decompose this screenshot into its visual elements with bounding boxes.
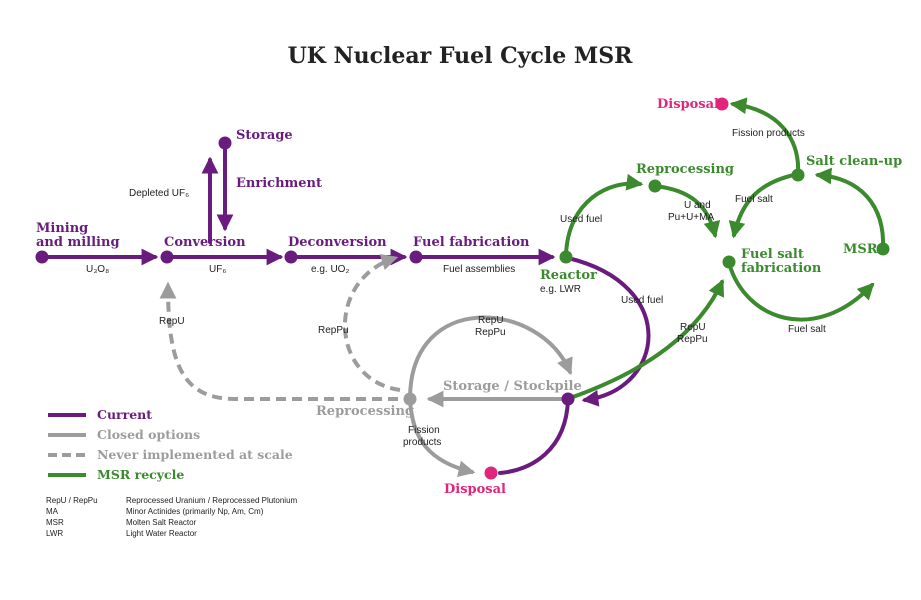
- abbr-term: MA: [46, 507, 59, 516]
- flow-label-fuel-salt-out: Fuel salt: [735, 194, 773, 205]
- label-msr: MSR: [843, 242, 878, 257]
- legend: Current Closed options Never implemented…: [48, 407, 293, 482]
- page-title: UK Nuclear Fuel Cycle MSR: [288, 43, 634, 69]
- node-mining: [35, 250, 49, 264]
- flow-label-repu-left: RepU: [159, 316, 185, 327]
- node-msr: [876, 242, 890, 256]
- flow-label-repu-green-2: RepPu: [677, 334, 708, 345]
- abbr-term: LWR: [46, 529, 63, 538]
- node-salt-cleanup: [791, 168, 805, 182]
- label-reprocessing-grey: Reprocessing: [316, 404, 414, 419]
- label-disposal-top: Disposal: [657, 97, 719, 112]
- flow-label-used-fuel-up: Used fuel: [560, 214, 602, 225]
- node-fuel-fabrication: [409, 250, 423, 264]
- node-reprocessing-grey: [403, 392, 417, 406]
- flow-salt-cleanup-to-disposal: [729, 97, 801, 176]
- abbreviation-list: RepU / RepPu Reprocessed Uranium / Repro…: [46, 496, 298, 538]
- node-disposal-bottom: [484, 466, 498, 480]
- abbr-meaning: Reprocessed Uranium / Reprocessed Pluton…: [126, 496, 298, 505]
- flow-reprocessing-to-stockpile-arc: [408, 315, 573, 401]
- flow-label-fuel-salt-flow: Fuel salt: [788, 324, 826, 335]
- flow-label-u-and-2: Pu+U+MA: [668, 212, 714, 223]
- flow-label-repu-1: RepU: [478, 315, 504, 326]
- flow-label-repu-2: RepPu: [475, 327, 506, 338]
- flow-stockpile-to-fuel-salt: [568, 278, 725, 400]
- node-deconversion: [284, 250, 298, 264]
- abbr-meaning: Minor Actinides (primarily Np, Am, Cm): [126, 507, 264, 516]
- flow-label-fuel-assemblies: Fuel assemblies: [443, 264, 515, 275]
- legend-label-msr: MSR recycle: [97, 467, 184, 482]
- node-storage-stockpile: [561, 392, 575, 406]
- label-fuel-fabrication: Fuel fabrication: [413, 235, 530, 250]
- flow-reactor-to-stockpile: [566, 256, 651, 407]
- label-deconversion: Deconversion: [288, 235, 387, 250]
- flow-label-u3o8: U₃O₈: [86, 264, 109, 275]
- flow-fuel-salt-to-msr: [727, 261, 875, 322]
- node-reactor: [559, 250, 573, 264]
- legend-label-closed: Closed options: [97, 427, 200, 442]
- label-reprocessing-green: Reprocessing: [636, 162, 734, 177]
- label-enrichment: Enrichment: [236, 176, 322, 191]
- abbr-term: RepU / RepPu: [46, 496, 98, 505]
- label-fuel-salt-line1: Fuel salt: [741, 247, 804, 262]
- label-mining-line2: and milling: [36, 235, 120, 250]
- label-reactor-sub: e.g. LWR: [540, 284, 581, 295]
- label-conversion: Conversion: [164, 235, 246, 250]
- node-storage-top: [218, 136, 232, 150]
- flow-label-fission-top: Fission products: [732, 128, 805, 139]
- flow-reprocessing-to-fabrication-dashed: [343, 254, 401, 392]
- flow-reprocessing-to-conversion-dashed: [159, 281, 398, 401]
- label-storage-stockpile: Storage / Stockpile: [443, 379, 582, 394]
- flow-label-used-fuel-down: Used fuel: [621, 295, 663, 306]
- node-reprocessing-green: [648, 179, 662, 193]
- legend-label-never: Never implemented at scale: [97, 447, 293, 462]
- flow-reprocessing-to-fuel-salt: [653, 184, 721, 239]
- label-fuel-salt-line2: fabrication: [741, 261, 822, 276]
- flow-stockpile-to-disposal: [498, 398, 570, 475]
- flow-reprocessing-to-disposal: [408, 397, 476, 478]
- label-disposal-bottom: Disposal: [444, 482, 506, 497]
- abbr-meaning: Molten Salt Reactor: [126, 518, 197, 527]
- flow-label-fission-bottom-2: products: [403, 437, 441, 448]
- label-salt-cleanup: Salt clean-up: [806, 154, 902, 169]
- flow-label-fission-bottom-1: Fission: [408, 425, 440, 436]
- label-reactor: Reactor: [540, 268, 597, 283]
- label-mining-line1: Mining: [36, 221, 88, 236]
- flow-salt-cleanup-to-fuel-salt: [728, 172, 800, 239]
- node-fuel-salt-fabrication: [722, 255, 736, 269]
- node-conversion: [160, 250, 174, 264]
- label-storage-top: Storage: [236, 128, 293, 143]
- flow-reactor-to-reprocessing-green: [564, 173, 644, 257]
- node-disposal-top: [715, 97, 729, 111]
- abbr-term: MSR: [46, 518, 64, 527]
- flow-label-uo2: e.g. UO₂: [311, 264, 349, 275]
- abbr-meaning: Light Water Reactor: [126, 529, 197, 538]
- flow-msr-to-salt-cleanup: [814, 167, 886, 251]
- flow-label-uf6: UF₆: [209, 264, 226, 275]
- legend-label-current: Current: [97, 407, 152, 422]
- flow-label-depleted-uf6: Depleted UF₆: [129, 188, 189, 199]
- flow-label-repu-green-1: RepU: [680, 322, 706, 333]
- flow-label-reppu-left: RepPu: [318, 325, 349, 336]
- flow-label-u-and-1: U and: [684, 200, 711, 211]
